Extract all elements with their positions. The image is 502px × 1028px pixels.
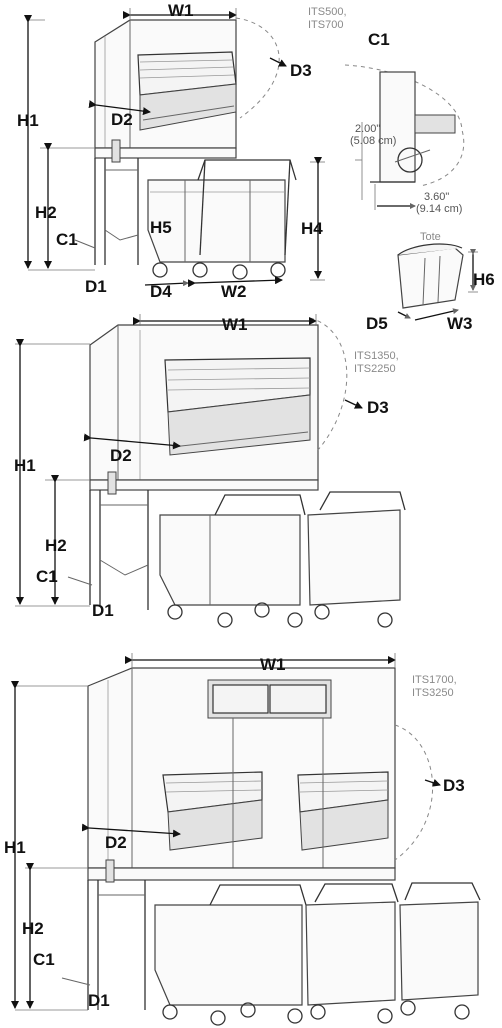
bin-door-3b: [297, 771, 389, 851]
models-mid-1: ITS1350,: [354, 350, 399, 362]
label-d5: D5: [366, 314, 388, 333]
label-w1-b: W1: [222, 315, 248, 334]
label-d2-b: D2: [110, 446, 132, 465]
stand-2: [89, 471, 319, 610]
label-h4: H4: [301, 219, 323, 238]
top-panel-3: [207, 679, 332, 719]
unit-large: [15, 653, 481, 1026]
detail-title: C1: [368, 30, 390, 49]
label-c1-b: C1: [36, 567, 58, 586]
cart-1: [147, 159, 297, 280]
cart-3c: [399, 882, 481, 1020]
label-d2-c: D2: [105, 833, 127, 852]
vertical-dims: [11, 15, 476, 1009]
models-top-1: ITS500,: [308, 6, 347, 18]
label-h2-a: H2: [35, 203, 57, 222]
unit-small: [28, 8, 325, 288]
models-bot-1: ITS1700,: [412, 674, 457, 686]
label-d1-a: D1: [85, 277, 107, 296]
bin-door-2: [164, 357, 311, 456]
label-d1-b: D1: [92, 601, 114, 620]
cart-3b: [305, 883, 399, 1024]
detail-dim-a: 2.00": [355, 123, 380, 135]
unit-medium: [15, 314, 406, 628]
label-h1-b: H1: [14, 456, 36, 475]
label-h6: H6: [473, 270, 495, 289]
label-w3: W3: [447, 314, 473, 333]
stand-3: [87, 859, 396, 1010]
tote: [397, 243, 478, 321]
bin-door-3a: [162, 771, 263, 851]
label-c1-c: C1: [33, 950, 55, 969]
c1-detail: [344, 64, 465, 210]
cart-2a: [159, 494, 306, 628]
models-bot-2: ITS3250: [412, 687, 454, 699]
label-d3-c: D3: [443, 776, 465, 795]
label-h2-b: H2: [45, 536, 67, 555]
label-h1-a: H1: [17, 111, 39, 130]
label-h5: H5: [150, 218, 172, 237]
label-w1-c: W1: [260, 655, 286, 674]
detail-dim-a-cm: (5.08 cm): [350, 135, 396, 147]
label-d1-c: D1: [88, 991, 110, 1010]
label-w1-a: W1: [168, 1, 194, 20]
detail-dim-b: 3.60": [424, 191, 449, 203]
label-d3-a: D3: [290, 61, 312, 80]
label-d2-a: D2: [111, 110, 133, 129]
label-d3-b: D3: [367, 398, 389, 417]
bin-door: [137, 51, 237, 131]
label-c1-a: C1: [56, 230, 78, 249]
models-top-2: ITS700: [308, 19, 343, 31]
models-mid-2: ITS2250: [354, 363, 396, 375]
label-h1-c: H1: [4, 838, 26, 857]
labels: W1 H1 H2 C1 D1 D2 D3 H5 H4 D4 W2 ITS500,…: [4, 1, 495, 1010]
cart-2b: [307, 491, 406, 628]
stand: [94, 139, 237, 265]
label-d4: D4: [150, 282, 172, 301]
label-h2-c: H2: [22, 919, 44, 938]
tote-title: Tote: [420, 231, 441, 243]
label-w2: W2: [221, 282, 247, 301]
cart-3a: [154, 884, 307, 1026]
detail-dim-b-cm: (9.14 cm): [416, 203, 462, 215]
